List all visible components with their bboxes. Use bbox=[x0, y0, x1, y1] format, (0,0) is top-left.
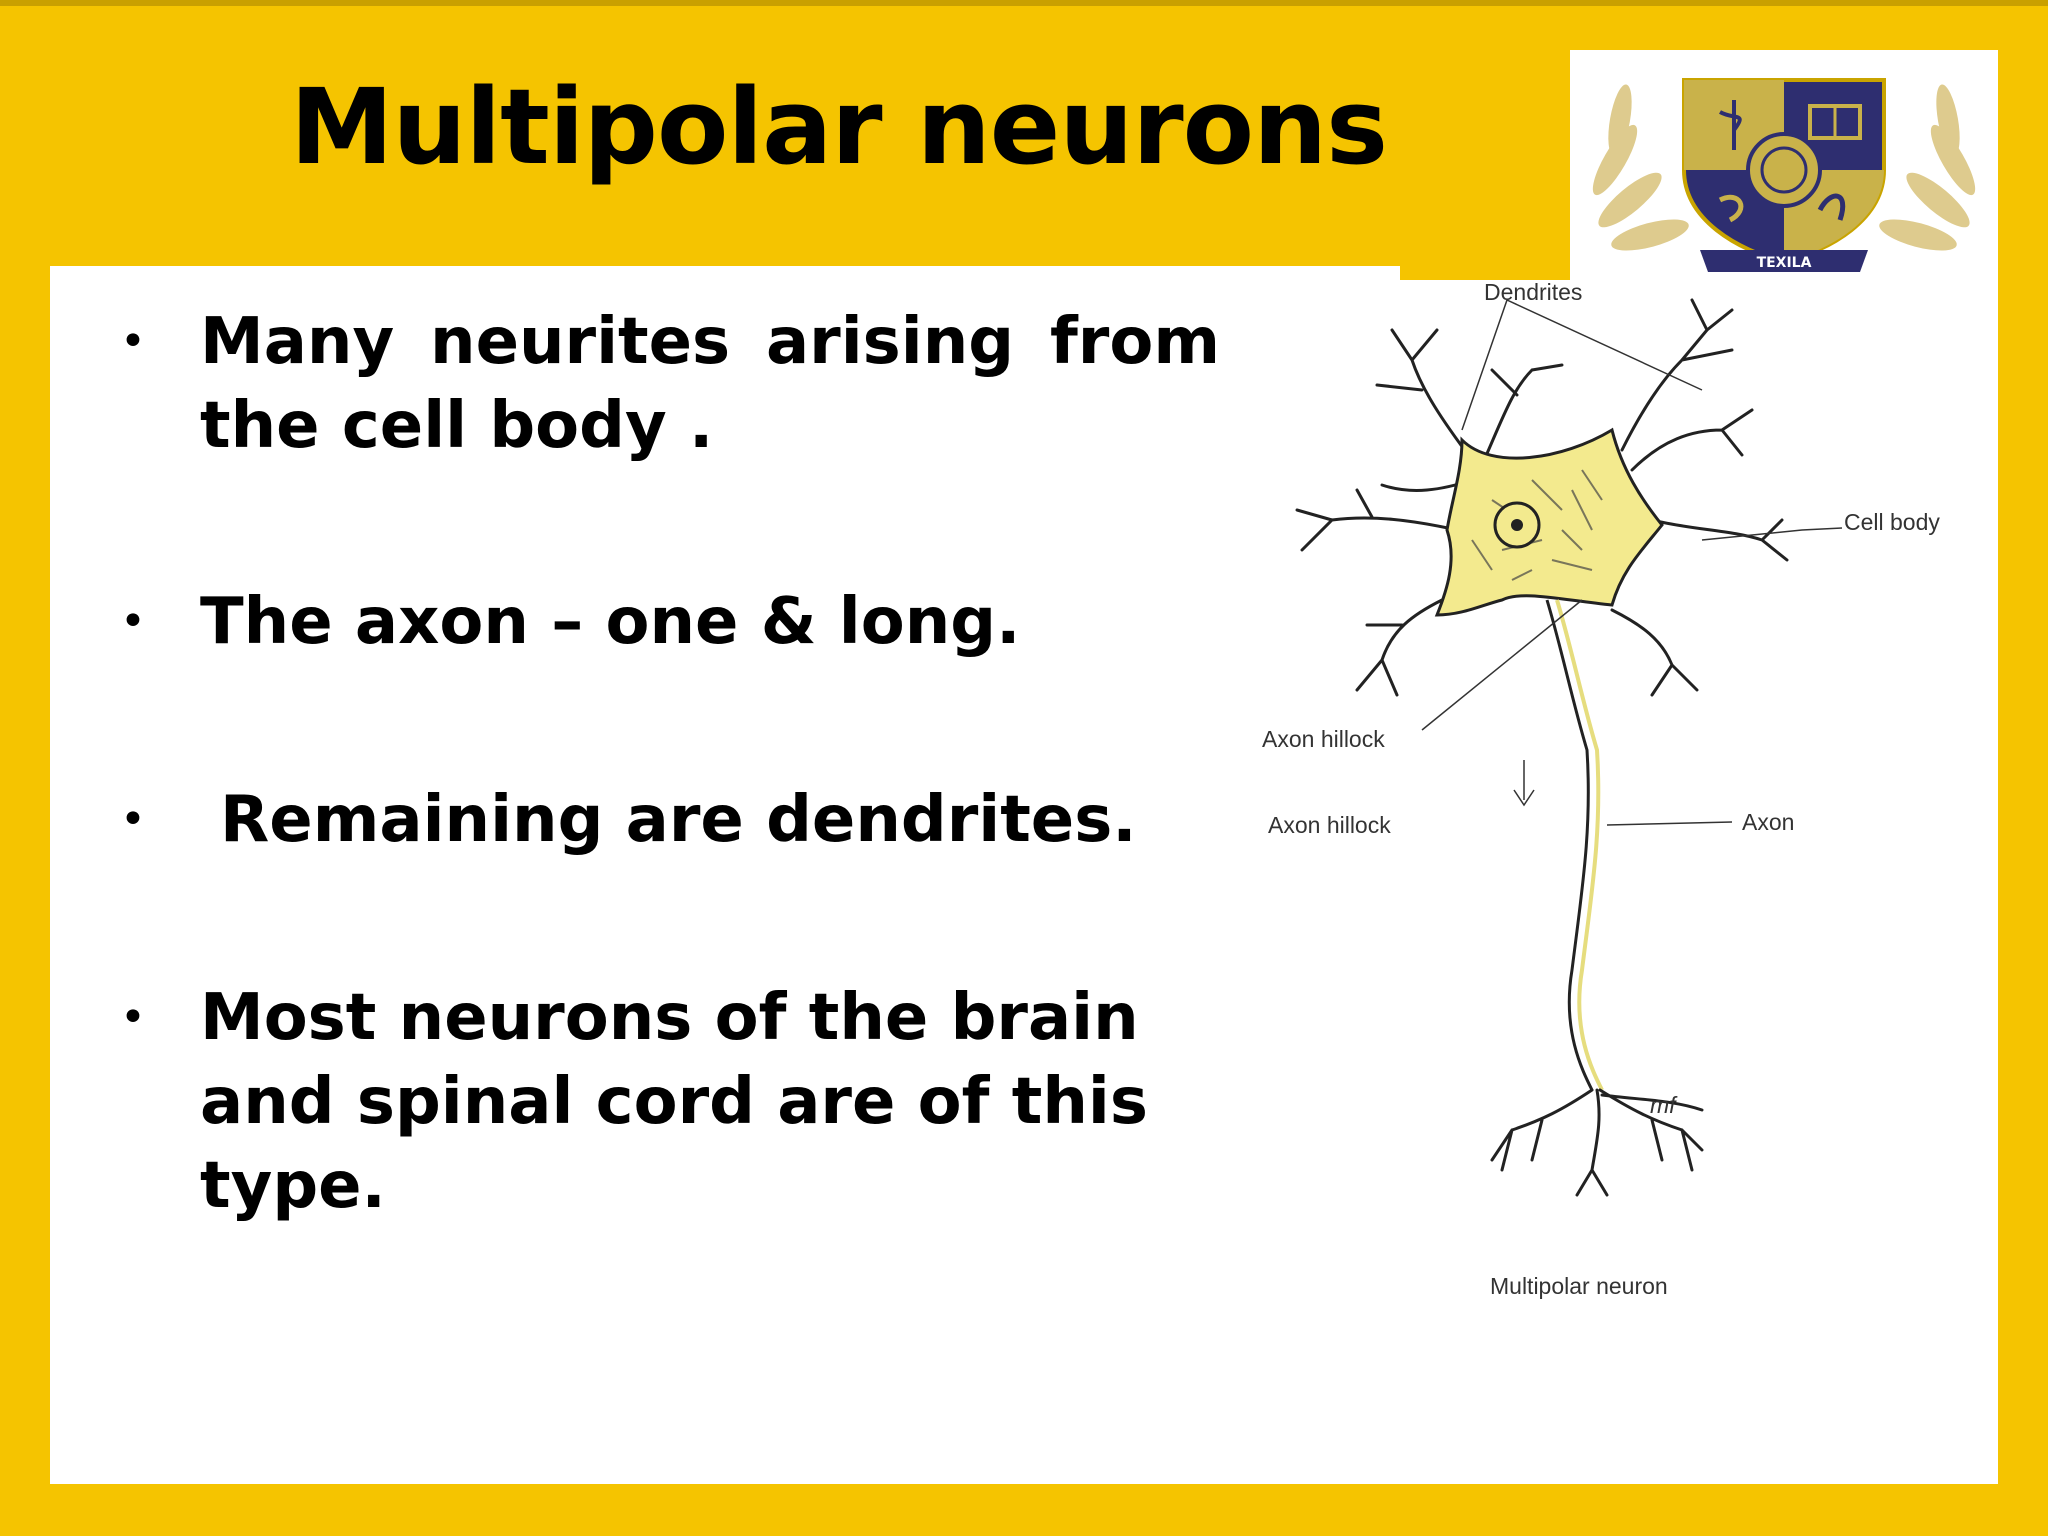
crest-logo-icon: TEXILA bbox=[1592, 78, 1976, 272]
cell-body bbox=[1434, 427, 1664, 617]
bullet-text: The axon – one & long. bbox=[200, 585, 1021, 659]
bullet-marker: • bbox=[120, 992, 146, 1043]
label-axon-hillock-lower: Axon hillock bbox=[1268, 812, 1391, 838]
bullet-text: Most neurons of the brain and spinal cor… bbox=[200, 981, 1148, 1223]
label-axon: Axon bbox=[1742, 809, 1794, 835]
diagram-caption: Multipolar neuron bbox=[1490, 1273, 1668, 1299]
label-cell-body: Cell body bbox=[1844, 509, 1940, 535]
logo: TEXILA bbox=[1570, 50, 1998, 280]
label-signature: mf bbox=[1650, 1092, 1678, 1118]
bullet-text: Many neurites arising from the cell body… bbox=[200, 305, 1220, 463]
bullet-marker: • bbox=[120, 316, 146, 367]
bullet-marker: • bbox=[120, 794, 146, 845]
label-axon-hillock: Axon hillock bbox=[1262, 726, 1385, 752]
neuron-diagram: Dendrites Cell body Axon hillock Axon hi… bbox=[1262, 270, 1982, 1320]
axon-terminals bbox=[1490, 1088, 1704, 1197]
bullet-marker: • bbox=[120, 596, 146, 647]
slide-title: Multipolar neurons bbox=[290, 66, 1388, 188]
logo-text: TEXILA bbox=[1757, 255, 1812, 271]
label-dendrites: Dendrites bbox=[1484, 279, 1582, 305]
axon bbox=[1545, 599, 1594, 1091]
content-panel bbox=[50, 266, 1998, 1484]
bullet-text: Remaining are dendrites. bbox=[220, 783, 1137, 857]
